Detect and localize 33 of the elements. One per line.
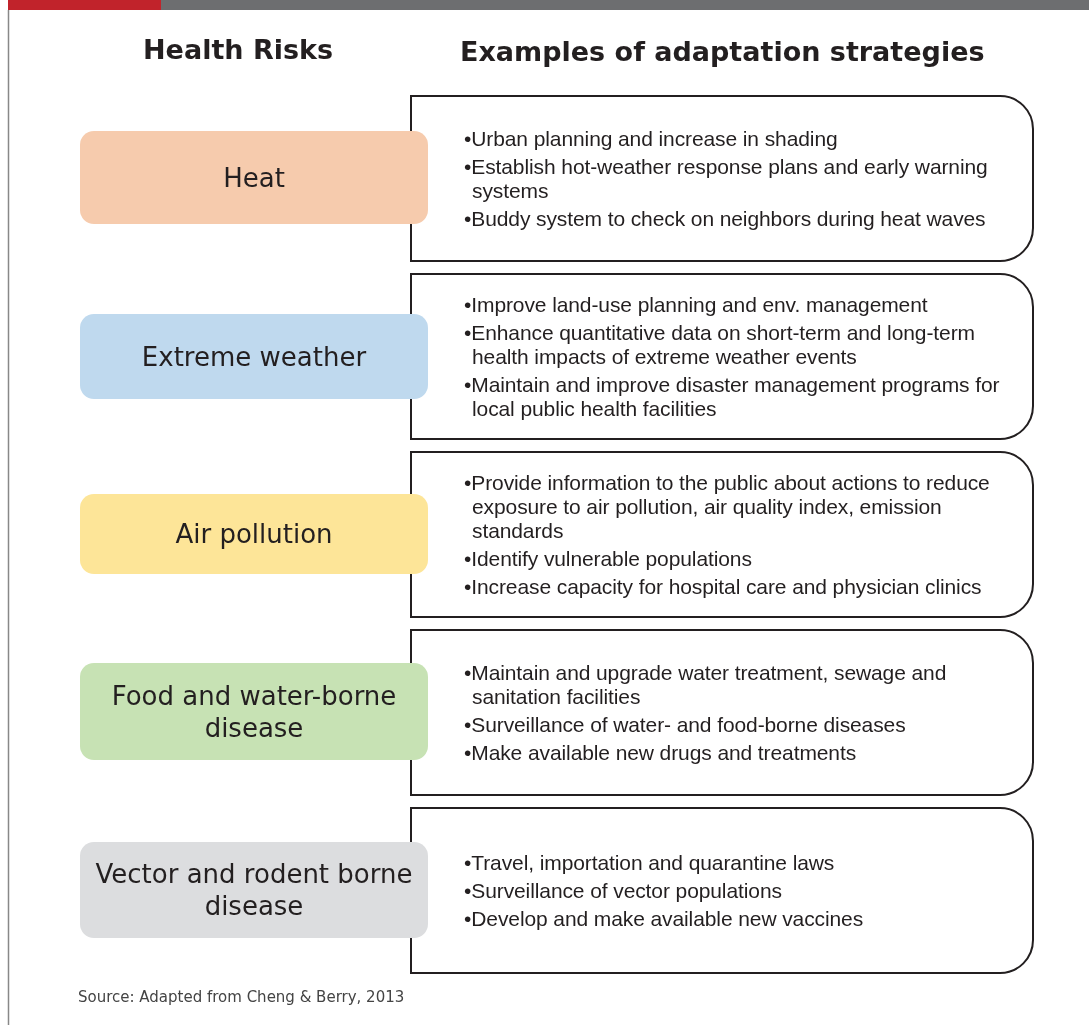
risk-box (80, 663, 428, 760)
source-caption: Source: Adapted from Cheng & Berry, 2013 (78, 988, 405, 1006)
risk-box (80, 314, 428, 399)
risk-label: Extreme weather (140, 340, 368, 373)
strategy-item: •Travel, importation and quarantine laws (464, 850, 836, 875)
column-heading: Health Risks (143, 34, 334, 65)
risk-box (80, 842, 428, 938)
risk-box (80, 131, 428, 224)
strategy-box (410, 273, 1034, 440)
strategy-box (410, 95, 1034, 262)
strategy-item: •Make available new drugs and treatments (464, 740, 858, 765)
risk-label: Vector and rodent borne disease (94, 858, 414, 922)
strategy-box (410, 629, 1034, 796)
strategy-box (410, 807, 1034, 974)
strategy-item: •Surveillance of water- and food-borne diseases (464, 712, 907, 737)
strategy-item: •Establish hot-weather response plans and early warning systems (464, 154, 989, 203)
strategy-item: •Urban planning and increase in shading (464, 126, 839, 151)
risk-label: Air pollution (174, 518, 334, 550)
strategy-item: •Maintain and upgrade water treatment, sewage and sanitation facilities (464, 660, 948, 709)
strategy-box (410, 451, 1034, 618)
risk-label: Food and water-borne disease (110, 679, 398, 744)
strategy-item: •Increase capacity for hospital care and physician clinics (464, 574, 983, 599)
strategy-item: •Enhance quantitative data on short-term and long-term health impacts of extreme weather events (464, 320, 976, 369)
strategy-item: •Provide information to the public about actions to reduce exposure to air pollution, air quality index, emission standards (464, 470, 991, 543)
strategy-item: •Develop and make available new vaccines (464, 906, 865, 931)
strategy-item: •Improve land-use planning and env. management (464, 292, 929, 317)
risk-label: Heat (222, 161, 286, 194)
column-heading: Examples of adaptation strategies (460, 36, 985, 67)
strategy-item: •Identify vulnerable populations (464, 546, 753, 571)
risk-box (80, 494, 428, 574)
strategy-item: •Maintain and improve disaster management programs for local public health facilities (464, 372, 1001, 421)
strategy-item: •Surveillance of vector populations (464, 878, 783, 903)
strategy-item: •Buddy system to check on neighbors during heat waves (464, 206, 987, 231)
